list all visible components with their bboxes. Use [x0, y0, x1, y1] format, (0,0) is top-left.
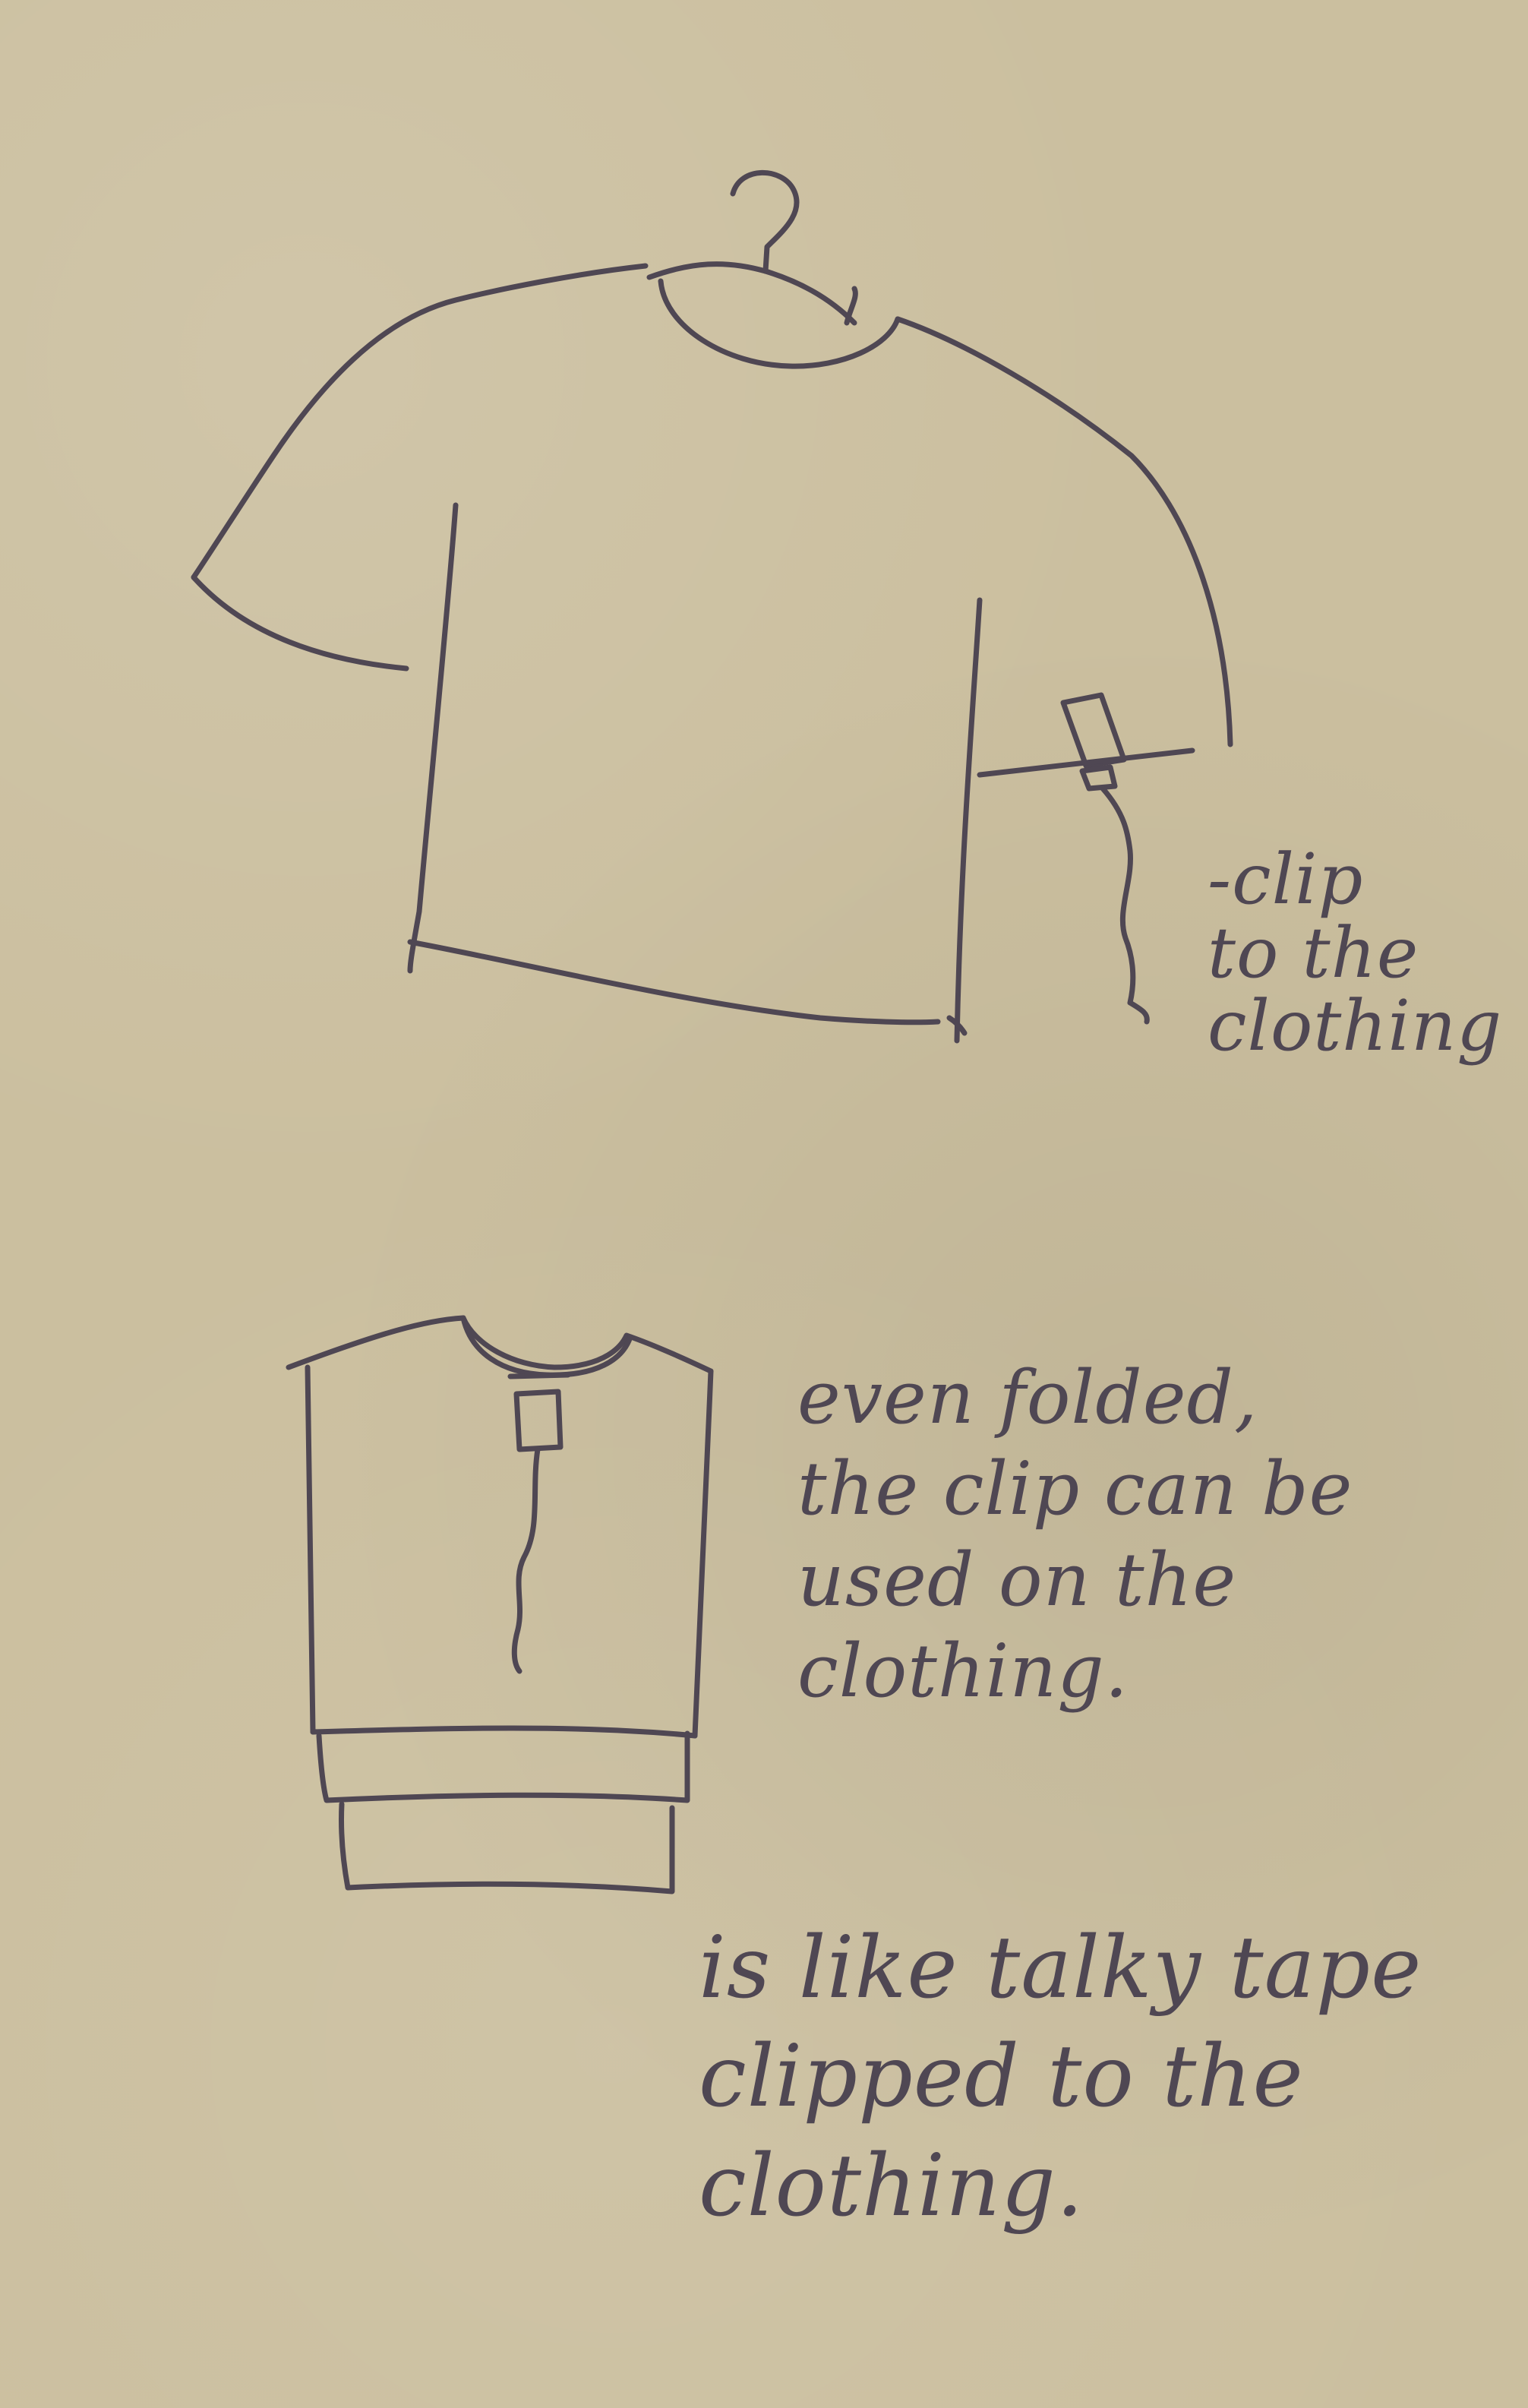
- clip-icon: [980, 695, 1192, 788]
- talky-tape-note: is like talky tape clipped to the clothi…: [699, 1914, 1504, 2241]
- hanging-tshirt-icon: [194, 172, 1230, 1041]
- tape-strip-icon: [514, 1449, 538, 1671]
- folded-note: even folded, the clip can be used on the…: [797, 1352, 1504, 1717]
- tape-strip-icon: [1103, 788, 1147, 1022]
- clip-note: -clip to the clothing: [1208, 843, 1504, 1063]
- folded-tshirt-stack-icon: [289, 1318, 711, 1891]
- clip-icon: [510, 1375, 568, 1449]
